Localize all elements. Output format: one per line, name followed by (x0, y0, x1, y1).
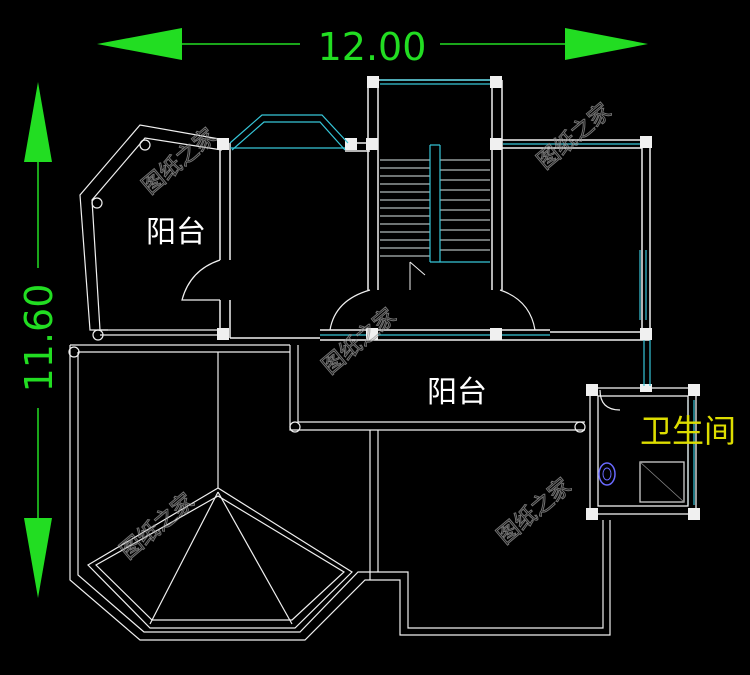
hip-roof (87, 352, 353, 629)
watermark-1: 图纸之家 (138, 124, 221, 200)
watermark-2: 图纸之家 (533, 99, 616, 175)
stair-treads (380, 159, 490, 257)
watermarks: 图纸之家 图纸之家 图纸之家 图纸之家 图纸之家 (115, 98, 616, 565)
width-dimension-label: 12.00 (318, 25, 427, 69)
door-swings (181, 259, 621, 411)
width-dimension: 12.00 (97, 25, 648, 69)
width-arrow-right (565, 28, 648, 60)
left-balcony-label: 阳台 (146, 215, 206, 250)
left-balcony-rail (79, 124, 226, 341)
width-arrow-left (97, 28, 182, 60)
center-balcony-label: 阳台 (427, 375, 487, 410)
bathroom-walls (589, 387, 697, 515)
watermark-5: 图纸之家 (493, 474, 576, 550)
width-label-bg (300, 26, 440, 62)
bathroom-label: 卫生间 (640, 412, 736, 450)
lower-roof-outline (68, 344, 611, 641)
toilet-fixture (598, 462, 616, 486)
height-dimension: 11.60 (17, 82, 61, 598)
wall-posts (217, 76, 700, 520)
height-arrow-bottom (24, 518, 52, 598)
height-arrow-top (24, 82, 52, 162)
stair-handrail (429, 144, 490, 263)
windows (229, 79, 695, 505)
height-label-bg (20, 268, 56, 408)
height-dimension-label: 11.60 (17, 284, 61, 393)
stair-arrow (409, 261, 426, 290)
watermark-3: 图纸之家 (318, 304, 401, 380)
